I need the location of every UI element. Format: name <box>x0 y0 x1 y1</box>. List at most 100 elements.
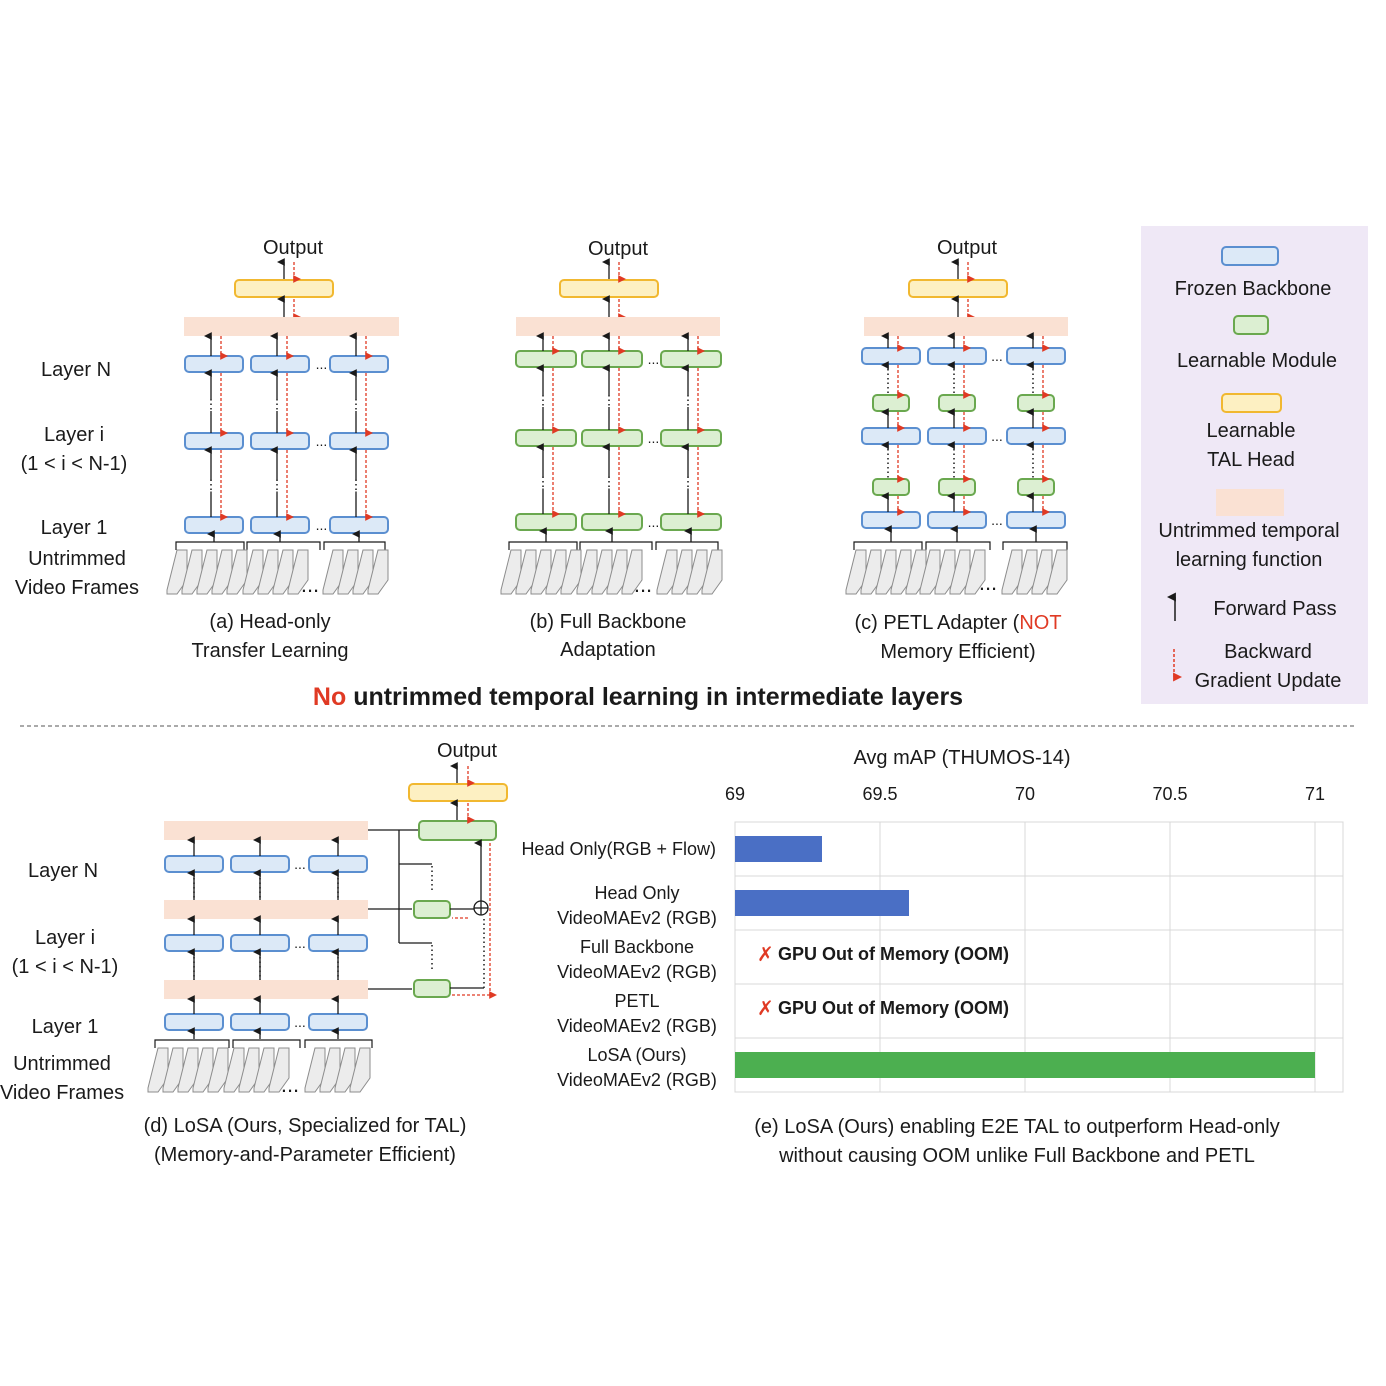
chart-caption-1: (e) LoSA (Ours) enabling E2E TAL to outp… <box>754 1116 1279 1138</box>
panel-d-backbone-row1-col1 <box>164 855 224 873</box>
panel-c-frames-ellipsis: ... <box>979 570 997 595</box>
panel-d-frame-stack-3 <box>304 1047 371 1093</box>
panel-a-frame-brace-2 <box>246 541 321 550</box>
panel-a-layer-i-col1 <box>184 432 244 450</box>
chart-oom-mark: ✗ <box>757 996 774 1020</box>
panel-b-frame-stack-3 <box>656 549 723 595</box>
panel-a-layer-n-col3 <box>329 355 389 373</box>
panel-b-layer-n-col3 <box>660 350 722 368</box>
panel-d-row-ellipsis-1: ... <box>294 935 306 951</box>
legend-frozen-label: Frozen Backbone <box>1175 278 1332 300</box>
legend-func-swatch <box>1216 489 1284 516</box>
panel-c-frame-stack-2 <box>919 549 986 595</box>
panel-a-frame-stack-3 <box>322 549 389 595</box>
panel-d-frames-ellipsis: ... <box>281 1072 299 1097</box>
chart-xtick-label: 70.5 <box>1152 784 1187 804</box>
panel-b-layer-n-col1 <box>515 350 577 368</box>
video-frame <box>701 549 723 595</box>
label-frames-1-bottom: Untrimmed <box>13 1053 111 1075</box>
label-frames-1-top: Untrimmed <box>28 548 126 570</box>
legend-frozen-swatch <box>1221 246 1279 266</box>
panel-c-adapter-lower-col3 <box>1017 478 1055 496</box>
label-layer-1-bottom: Layer 1 <box>32 1016 99 1038</box>
video-frame <box>964 549 986 595</box>
panel-d-frame-brace-1 <box>154 1039 230 1048</box>
panel-d-backbone-row1-col2 <box>230 855 290 873</box>
chart-xtick-label: 70 <box>1015 784 1035 804</box>
panel-b-caption-2: Adaptation <box>560 639 656 661</box>
legend-backward-label-1: Backward <box>1224 641 1312 663</box>
panel-c-layer-i-col2 <box>927 427 987 445</box>
chart-category-label: Full Backbone <box>580 937 694 957</box>
panel-d-text: Output (d) LoSA (Ours, Specialized for T… <box>144 740 498 1166</box>
panel-d-backbone-row3-col1 <box>164 1013 224 1031</box>
label-layer-n-top: Layer N <box>41 359 111 381</box>
panel-d-frame-stack-1 <box>147 1047 229 1093</box>
panel-c-frame-stack-3 <box>1001 549 1068 595</box>
label-frames-2-top: Video Frames <box>15 577 139 599</box>
chart-category-label: Head Only <box>594 883 679 903</box>
panel-b-layer-n-col2 <box>581 350 643 368</box>
panel-a-text: Output (a) Head-only Transfer Learning <box>191 237 348 662</box>
panel-a-caption-1: (a) Head-only <box>209 611 330 633</box>
panel-b-row-ellipsis-0: ... <box>648 351 660 367</box>
chart-caption-2: without causing OOM unlike Full Backbone… <box>778 1145 1255 1167</box>
panel-b-tal-head <box>559 279 659 298</box>
panel-c-layer-i-col1 <box>861 427 921 445</box>
panel-c-caption-1-pre: (c) PETL Adapter ( <box>854 612 1019 634</box>
label-layer-1-top: Layer 1 <box>41 517 108 539</box>
panel-c-adapter-lower-col1 <box>872 478 910 496</box>
panel-c-caption-1: (c) PETL Adapter (NOT <box>854 612 1061 634</box>
panel-d-output: Output <box>437 740 497 762</box>
panel-c-tal-head <box>908 279 1008 298</box>
panel-b-layer-i-col2 <box>581 429 643 447</box>
chart-title: Avg mAP (THUMOS-14) <box>853 747 1070 769</box>
panel-a-row-ellipsis-0: ... <box>316 356 328 372</box>
chart-oom-mark: ✗ <box>757 942 774 966</box>
legend-forward-label: Forward Pass <box>1213 598 1336 620</box>
panel-a-row-ellipsis-2: ... <box>316 517 328 533</box>
panel-b-layer-1-col2 <box>581 513 643 531</box>
panel-d-fusion-module <box>418 820 497 841</box>
panel-c-caption-1-red: NOT <box>1019 612 1061 634</box>
panel-b-layer-i-col3 <box>660 429 722 447</box>
panel-a-layer-1-col3 <box>329 516 389 534</box>
panel-b-caption-1: (b) Full Backbone <box>530 611 687 633</box>
label-layer-i-range-top: (1 < i < N-1) <box>21 453 128 475</box>
panel-d-side-module-lower <box>413 979 451 998</box>
panel-d-backbone-row2-col3 <box>308 934 368 952</box>
video-frame <box>268 1047 290 1093</box>
panel-b-frames-ellipsis: ... <box>634 572 652 597</box>
label-layer-i-bottom: Layer i <box>35 927 95 949</box>
panel-a-layer-i-col2 <box>250 432 310 450</box>
panel-c-row-ellipsis-1: ... <box>991 428 1003 444</box>
panel-b-frame-stack-1 <box>500 549 582 595</box>
panel-c-frame-brace-1 <box>853 541 923 550</box>
panel-a-frame-stack-2 <box>242 549 309 595</box>
panel-d-temporal-band-3 <box>164 980 368 999</box>
chart-category-label: Head Only(RGB + Flow) <box>521 839 716 859</box>
panel-c-adapter-upper-col2 <box>938 394 976 412</box>
chart-bar <box>735 890 909 916</box>
panel-c-frame-stack-1 <box>845 549 927 595</box>
panel-c-text: Output (c) PETL Adapter (NOT Memory Effi… <box>854 237 1061 663</box>
panel-a-row-ellipsis-1: ... <box>316 433 328 449</box>
panel-b-temporal-band <box>516 317 720 336</box>
panel-c-adapter-upper-col1 <box>872 394 910 412</box>
chart-oom-label: GPU Out of Memory (OOM) <box>778 998 1009 1018</box>
panel-c-adapter-upper-col3 <box>1017 394 1055 412</box>
legend: Frozen Backbone Learnable Module Learnab… <box>1141 226 1368 704</box>
headline-rest: untrimmed temporal learning in intermedi… <box>353 683 963 711</box>
panel-c-layer-i-col3 <box>1006 427 1066 445</box>
video-frame <box>367 549 389 595</box>
legend-head-label-2: TAL Head <box>1207 449 1295 471</box>
panel-c-output: Output <box>937 237 997 259</box>
panel-a-layer-1-col1 <box>184 516 244 534</box>
panel-d-frame-brace-3 <box>304 1039 373 1048</box>
panel-b-text: Output (b) Full Backbone Adaptation <box>530 238 687 661</box>
diagram-layer: ........................................… <box>147 258 1068 1097</box>
legend-backward-label-2: Gradient Update <box>1195 670 1342 692</box>
panel-a-frame-brace-1 <box>175 541 245 550</box>
